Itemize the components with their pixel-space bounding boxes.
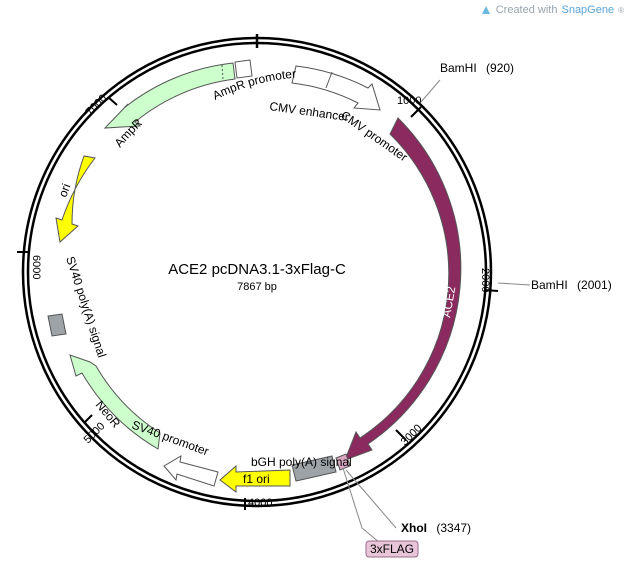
ace2-feature[interactable] — [344, 117, 462, 461]
snapgene-credit: Created with SnapGene® — [480, 4, 624, 16]
flag-feature[interactable] — [335, 453, 351, 471]
xhoi-pos: (3347) — [436, 521, 471, 535]
ampr-feature[interactable] — [103, 62, 236, 129]
registered-mark: ® — [618, 5, 624, 15]
bamhi-2001-pos: (2001) — [577, 278, 612, 292]
plasmid-length: 7867 bp — [237, 281, 277, 293]
bamhi-2001-leader — [497, 282, 531, 286]
tick-label-3000: 3000 — [399, 422, 425, 448]
cmv-enhancer-label: CMV enhancer — [269, 99, 350, 124]
tick-label-1000: 1000 — [397, 95, 421, 107]
ampr-junction-line — [221, 64, 224, 81]
bamhi-2001-label[interactable]: BamHI (2001) — [531, 278, 612, 292]
bgh-polya-label: bGH poly(A) signal — [251, 455, 352, 469]
ori-feature[interactable] — [55, 155, 96, 243]
tick-2000 — [483, 289, 499, 292]
tick-label-7000: 7000 — [84, 92, 110, 118]
snapgene-logo-icon — [481, 6, 490, 14]
xhoi-leader — [345, 469, 397, 529]
tick-label-4000: 4000 — [248, 497, 272, 509]
bamhi-920-leader — [420, 79, 441, 103]
ace2-label: ACE2 — [439, 285, 458, 319]
snapgene-brand[interactable]: SnapGene — [561, 4, 615, 16]
bgh-polya-feature[interactable] — [291, 455, 337, 482]
cmv-junction-line — [325, 71, 333, 89]
bamhi-920-name: BamHI — [440, 61, 477, 75]
xhoi-label[interactable]: XhoI (3347) — [401, 521, 471, 535]
ori-label: ori — [56, 182, 74, 199]
tick-7000 — [107, 96, 118, 106]
plasmid-name: ACE2 pcDNA3.1-3xFlag-C — [168, 261, 346, 278]
bamhi-2001-name: BamHI — [531, 278, 568, 292]
created-with-text: Created with — [495, 4, 558, 16]
ampr-promoter-feature[interactable] — [234, 59, 253, 79]
neor-feature[interactable] — [69, 354, 161, 450]
xhoi-name: XhoI — [401, 521, 427, 535]
sv40-polya-label: SV40 poly(A) signal — [63, 255, 109, 360]
tick-5000 — [83, 414, 93, 424]
tick-label-2000: 2000 — [479, 268, 491, 292]
sv40-polya-feature[interactable] — [47, 313, 67, 337]
f1-ori-label: f1 ori — [243, 472, 270, 486]
tick-1000 — [410, 106, 422, 118]
flag-callout-box[interactable] — [365, 540, 419, 558]
tick-marks — [17, 96, 499, 510]
cmv-feature[interactable] — [291, 65, 381, 111]
bamhi-920-label[interactable]: BamHI (920) — [440, 61, 514, 75]
flag-callout-label: 3xFLAG — [370, 542, 414, 556]
tick-label-6000: 6000 — [30, 255, 42, 279]
flag-leader — [342, 467, 381, 544]
sv40-promoter-feature[interactable] — [163, 455, 219, 487]
tick-3000 — [395, 429, 407, 441]
bamhi-920-pos: (920) — [486, 61, 514, 75]
f1-ori-feature[interactable] — [219, 464, 291, 493]
